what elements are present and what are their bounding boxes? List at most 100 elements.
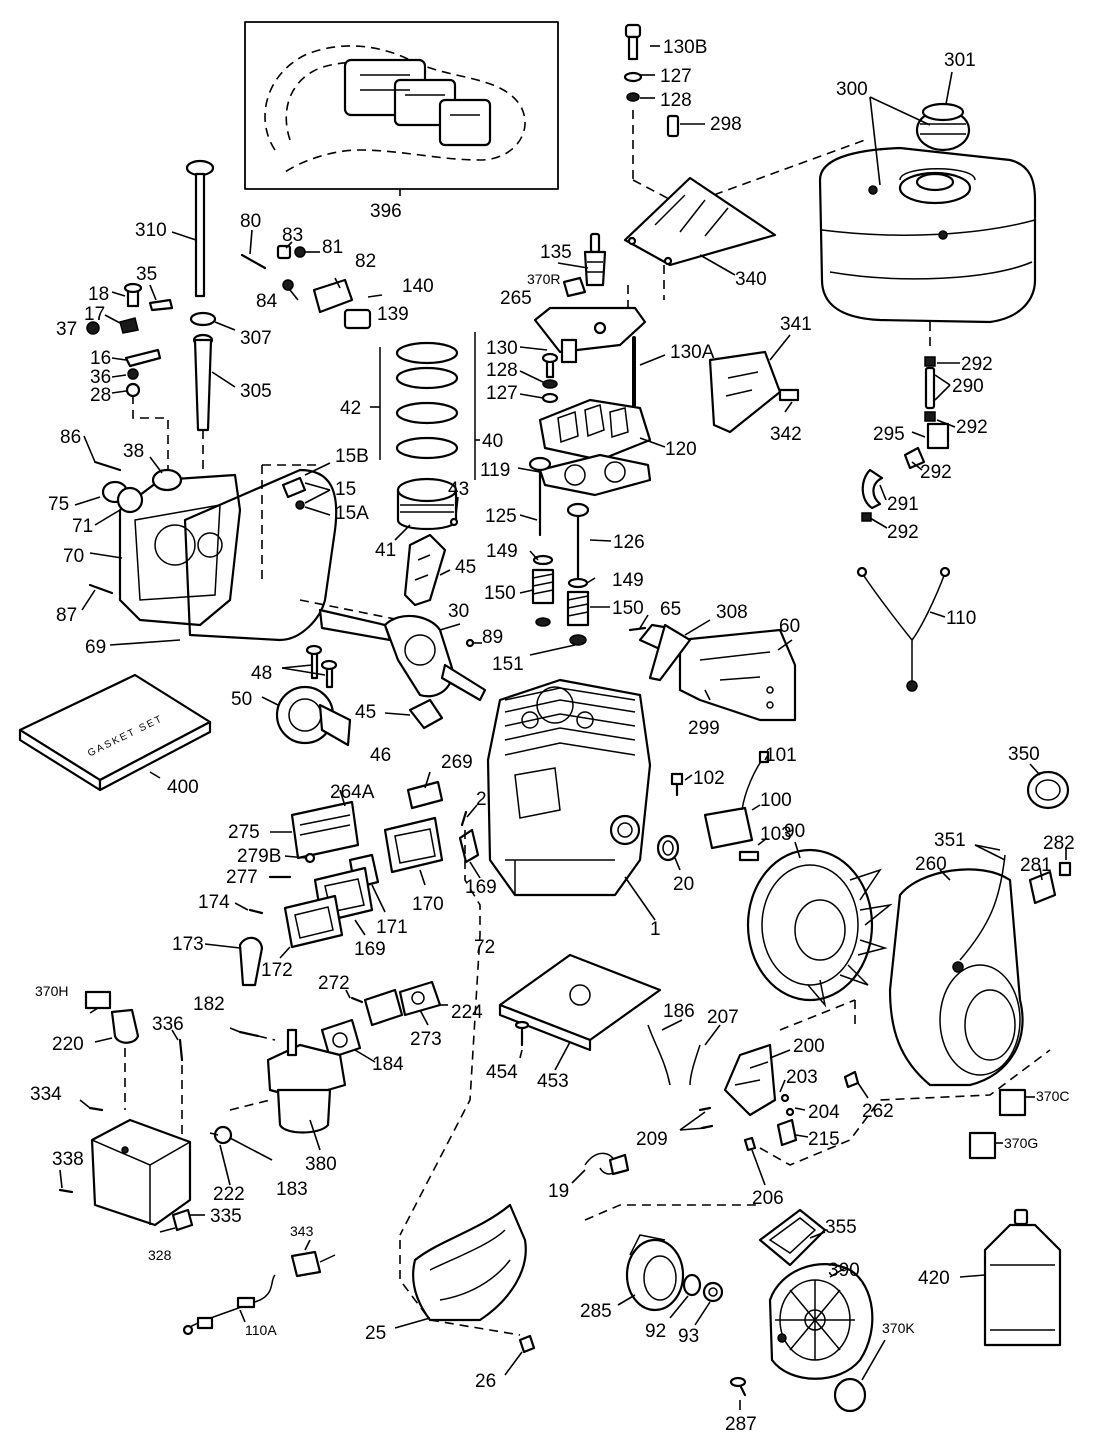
- intake-dashed-path: [399, 830, 481, 1236]
- callout-15: 15: [335, 479, 356, 500]
- callout-75: 75: [48, 494, 69, 515]
- callout-305: 305: [240, 381, 272, 402]
- callout-340: 340: [735, 269, 767, 290]
- callout-100: 100: [760, 790, 792, 811]
- callout-82: 82: [355, 251, 376, 272]
- callout-335: 335: [210, 1206, 242, 1227]
- callout-265: 265: [500, 288, 532, 309]
- starter-cup-285: [584, 1204, 760, 1326]
- callout-292-c: 292: [920, 462, 952, 483]
- callout-45-lower: 45: [355, 702, 376, 723]
- callout-224: 224: [451, 1002, 483, 1023]
- callout-2: 2: [476, 789, 487, 810]
- callout-149-right: 149: [612, 570, 644, 591]
- spring-19: [571, 1152, 630, 1184]
- carburetor-assembly: [209, 980, 448, 1186]
- callout-182: 182: [193, 994, 225, 1015]
- callout-150-left: 150: [484, 583, 516, 604]
- callout-273: 273: [410, 1029, 442, 1050]
- callout-70: 70: [63, 546, 84, 567]
- callout-120: 120: [665, 439, 697, 460]
- callout-174: 174: [198, 892, 230, 913]
- callout-81: 81: [322, 237, 343, 258]
- callout-15A: 15A: [335, 503, 369, 524]
- callout-84: 84: [256, 291, 278, 312]
- callout-370H: 370H: [35, 983, 68, 999]
- callout-269: 269: [441, 752, 473, 773]
- callout-125: 125: [485, 506, 517, 527]
- recoil-starter-390: [729, 1208, 886, 1413]
- governor-control-assembly: [647, 999, 1051, 1186]
- callout-215: 215: [808, 1129, 840, 1150]
- control-bracket-60: [628, 614, 797, 722]
- callout-150-right: 150: [612, 598, 644, 619]
- callout-80: 80: [240, 211, 261, 232]
- callout-183: 183: [276, 1179, 308, 1200]
- callout-222: 222: [213, 1184, 245, 1205]
- callout-15B: 15B: [335, 446, 369, 467]
- callout-350: 350: [1008, 744, 1040, 765]
- callout-101: 101: [765, 745, 797, 766]
- callout-453: 453: [537, 1071, 569, 1092]
- crankshaft-and-valves: [318, 456, 612, 702]
- callout-454: 454: [486, 1062, 518, 1083]
- callout-173: 173: [172, 934, 204, 955]
- crankcase-cover-assembly: [74, 435, 401, 646]
- callout-380: 380: [305, 1154, 337, 1175]
- callout-60: 60: [779, 616, 800, 637]
- callout-83: 83: [282, 225, 303, 246]
- callout-127-mid: 127: [486, 383, 518, 404]
- bracket-assembly-340: [623, 23, 866, 276]
- callout-30: 30: [448, 601, 469, 622]
- callout-370C: 370C: [1036, 1088, 1069, 1104]
- callout-292-b: 292: [956, 417, 988, 438]
- callout-103: 103: [760, 824, 792, 845]
- callout-277: 277: [226, 867, 258, 888]
- callout-295: 295: [873, 424, 905, 445]
- callout-89: 89: [482, 627, 503, 648]
- callout-69: 69: [85, 637, 106, 658]
- callout-169-upper: 169: [465, 877, 497, 898]
- callout-20: 20: [673, 874, 694, 895]
- callout-43: 43: [448, 479, 469, 500]
- callout-170: 170: [412, 894, 444, 915]
- callout-307: 307: [240, 328, 272, 349]
- fuel-line-kit-inset: [244, 21, 559, 196]
- piston-ring-set: [370, 332, 480, 607]
- callout-25: 25: [365, 1323, 386, 1344]
- governor-link-parts: [86, 282, 174, 470]
- callout-26: 26: [475, 1371, 496, 1392]
- callout-400: 400: [167, 777, 199, 798]
- callout-45-upper: 45: [455, 557, 476, 578]
- callout-90: 90: [784, 821, 805, 842]
- bracket-341: [708, 334, 800, 434]
- callout-128-mid: 128: [486, 360, 518, 381]
- camshaft-gear-50: [261, 644, 444, 747]
- callout-342: 342: [770, 424, 802, 445]
- callout-140: 140: [402, 276, 434, 297]
- callout-35: 35: [136, 264, 157, 285]
- callout-1: 1: [650, 919, 661, 940]
- decals-370: [968, 1088, 1035, 1160]
- base-plate-453: [498, 953, 662, 1071]
- callout-37: 37: [56, 319, 77, 340]
- callout-355: 355: [825, 1217, 857, 1238]
- callout-119: 119: [480, 460, 510, 481]
- callout-46: 46: [370, 745, 391, 766]
- callout-36: 36: [90, 367, 111, 388]
- callout-260: 260: [915, 854, 947, 875]
- callout-396: 396: [370, 201, 402, 222]
- callout-41: 41: [375, 540, 396, 561]
- callout-18: 18: [88, 284, 109, 305]
- callout-341: 341: [780, 314, 812, 335]
- callout-301: 301: [944, 50, 976, 71]
- callout-262: 262: [862, 1101, 894, 1122]
- callout-298: 298: [710, 114, 742, 135]
- callout-48: 48: [251, 663, 272, 684]
- callout-139: 139: [377, 304, 409, 325]
- oil-seal-20: [656, 834, 681, 871]
- callout-299: 299: [688, 718, 720, 739]
- flywheel-90: [746, 841, 893, 1008]
- air-cleaner-assembly: [58, 990, 205, 1233]
- callout-282: 282: [1043, 833, 1075, 854]
